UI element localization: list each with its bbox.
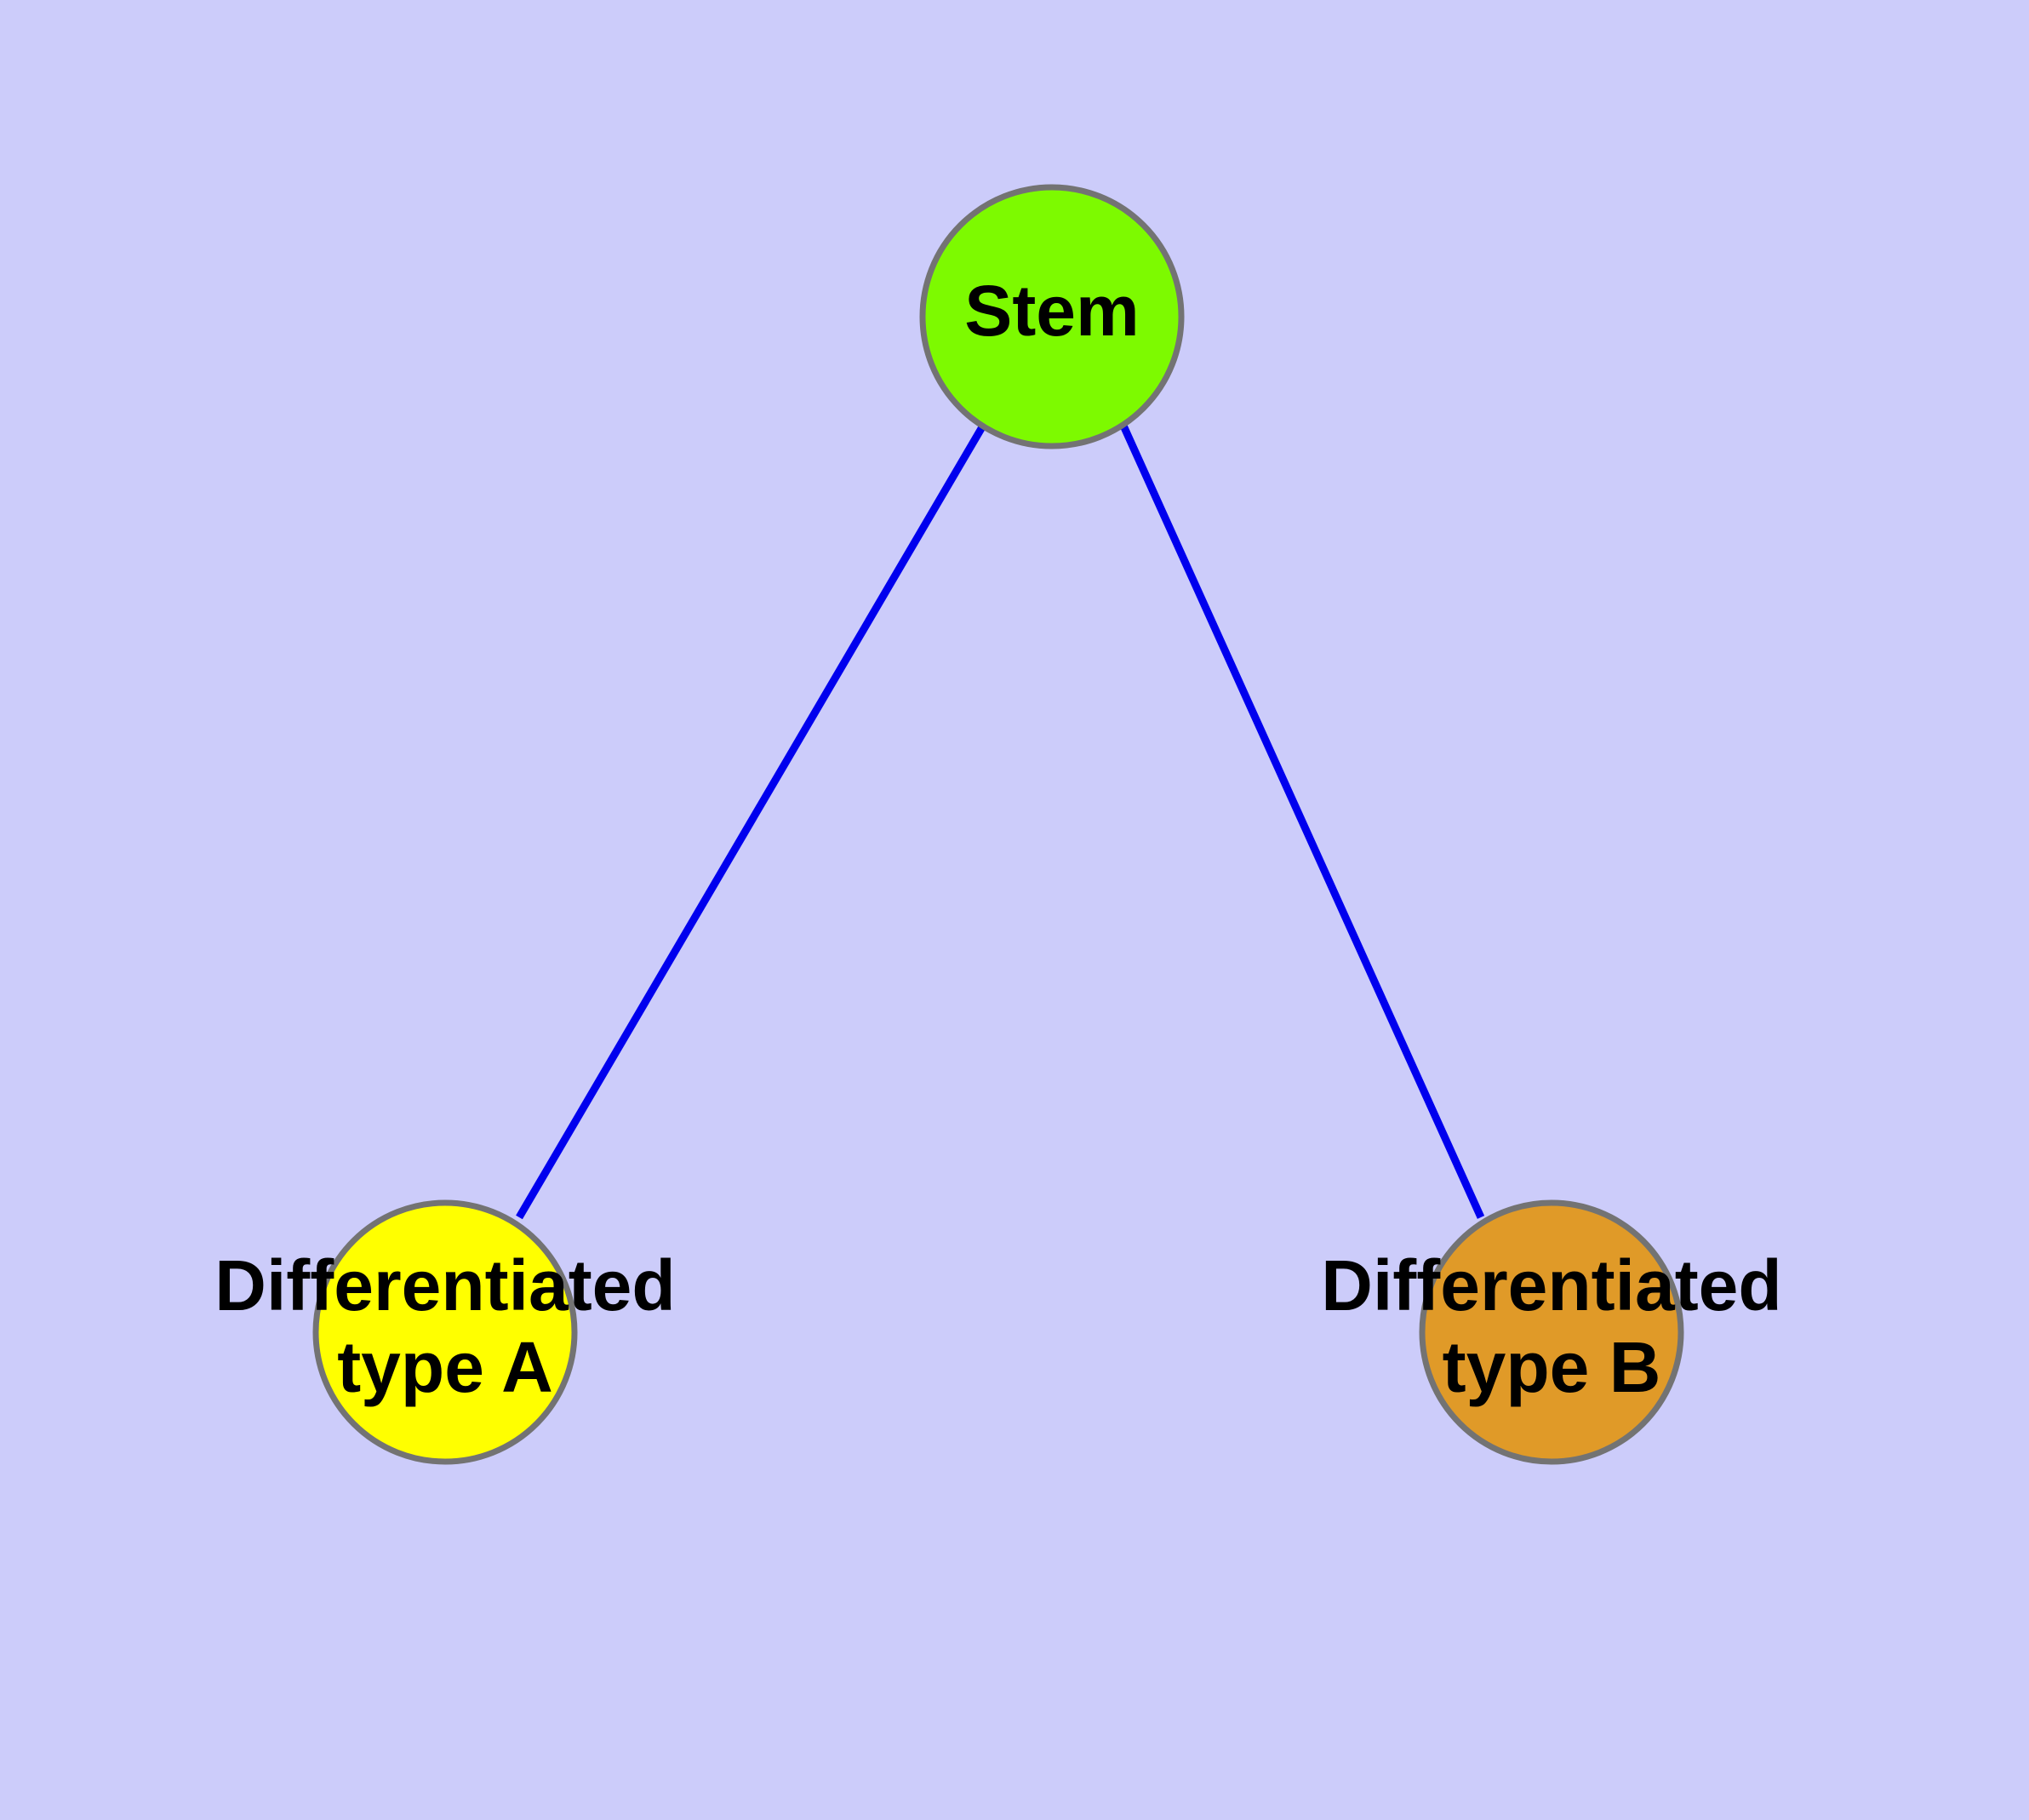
label-line: Stem — [964, 271, 1139, 351]
label-line: type B — [1443, 1327, 1661, 1407]
graph-node-diff_b[interactable] — [1419, 1199, 1684, 1465]
edges-layer — [516, 423, 1485, 1220]
graph-edge — [516, 423, 986, 1220]
graph-node-label-stem: Stem — [964, 271, 1139, 351]
nodes-layer — [312, 184, 1684, 1465]
graph-node-diff_a[interactable] — [312, 1199, 578, 1465]
label-line: type A — [337, 1327, 553, 1407]
graph-edge — [1119, 424, 1485, 1219]
label-line: Differentiated — [214, 1245, 675, 1325]
graph-node-stem[interactable] — [919, 184, 1185, 449]
label-line: Differentiated — [1321, 1245, 1781, 1325]
